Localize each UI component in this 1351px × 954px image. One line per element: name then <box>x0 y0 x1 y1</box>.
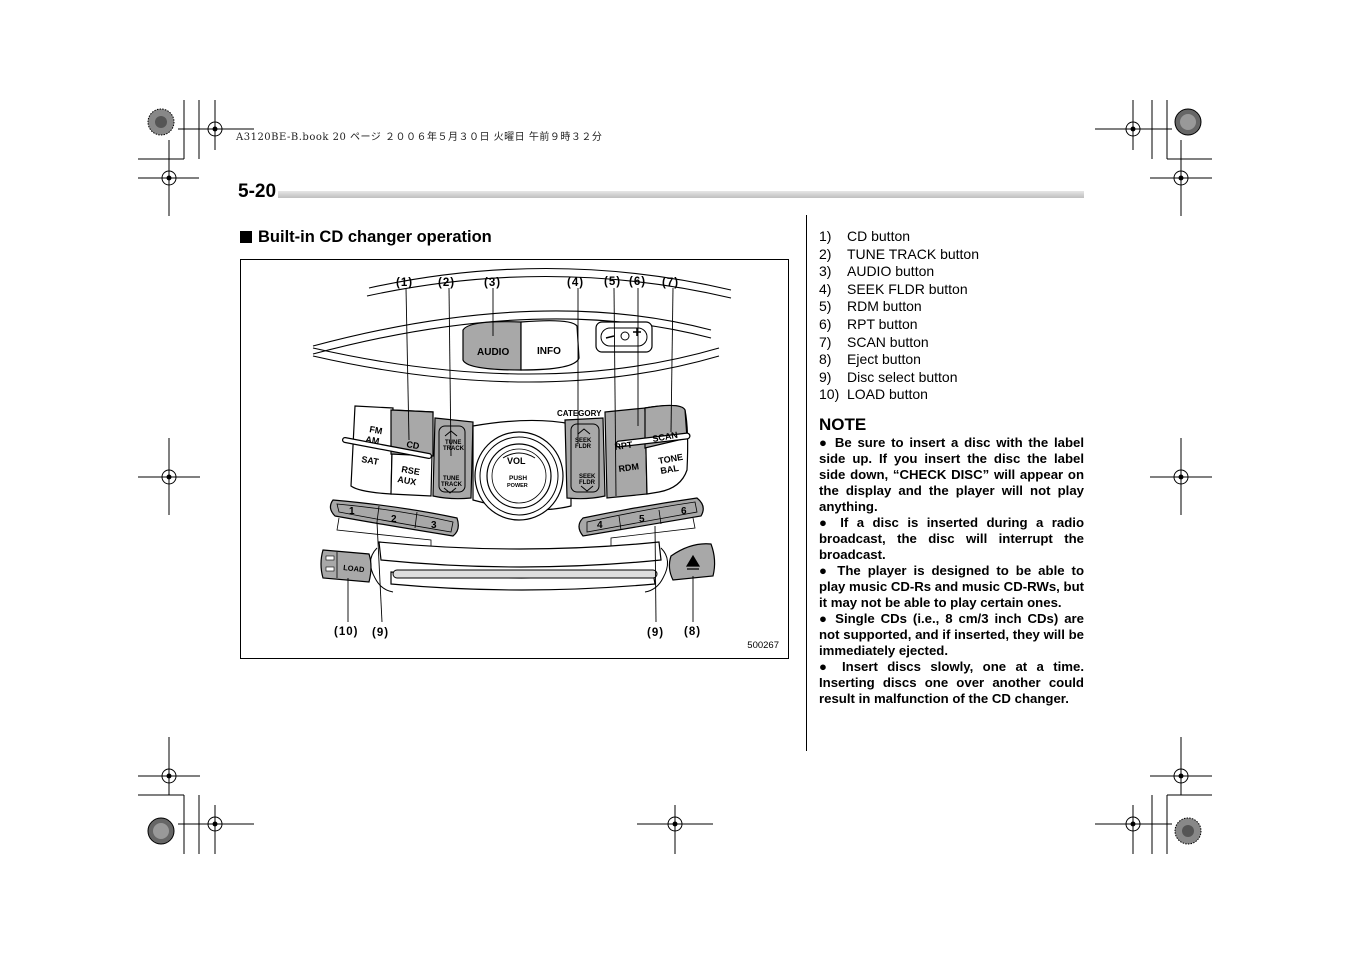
callout-5: (5) <box>604 276 621 288</box>
category-label: CATEGORY <box>557 409 602 418</box>
cd-changer-figure: AUDIO INFO FM AM SAT CD RSE AUX TUNE TRA… <box>240 259 789 659</box>
disc-4-label: 4 <box>597 520 603 531</box>
aux-label: AUX <box>397 474 417 487</box>
push-label: PUSH <box>509 475 527 482</box>
sat-label: SAT <box>361 454 380 467</box>
note-item: ● Be sure to insert a disc with the labe… <box>819 435 1084 514</box>
am-label: AM <box>365 434 381 446</box>
section-title-text: Built-in CD changer operation <box>258 228 492 246</box>
chevron-down-icon <box>443 487 457 494</box>
bal-label: BAL <box>660 463 680 476</box>
disc-3-label: 3 <box>431 520 437 531</box>
note-item: ● If a disc is inserted during a radio b… <box>819 515 1084 562</box>
track-label-1: TRACK <box>443 446 465 452</box>
square-bullet-icon <box>240 231 252 243</box>
fm-label: FM <box>369 424 384 436</box>
page-number: 5-20 <box>238 181 277 202</box>
disc-1-label: 1 <box>349 506 355 517</box>
tune-label-2: TUNE <box>443 476 459 482</box>
callout-10: (10) <box>334 626 358 638</box>
cd-slot[interactable] <box>392 569 658 579</box>
info-button[interactable] <box>520 320 580 371</box>
legend-item: 8)Eject button <box>819 351 921 368</box>
cd-label: CD <box>406 439 421 451</box>
note-title: NOTE <box>819 415 867 434</box>
tone-label: TONE <box>658 452 684 466</box>
legend-item: 1)CD button <box>819 228 911 244</box>
legend-item: 5)RDM button <box>819 298 922 315</box>
load-indicator-icon <box>325 566 335 572</box>
eject-icon <box>685 554 701 570</box>
seek-label-2: SEEK <box>579 474 596 480</box>
disc-2-label: 2 <box>391 514 397 525</box>
legend-item: 4)SEEK FLDR button <box>819 280 968 297</box>
header-rule <box>278 191 1084 198</box>
info-label: INFO <box>537 346 561 357</box>
tune-label-1: TUNE <box>445 440 461 446</box>
rpt-rdm-button[interactable] <box>604 407 648 499</box>
rpt-label: RPT <box>614 440 634 452</box>
callout-4: (4) <box>567 277 584 289</box>
note-item: ● Insert discs slowly, one at a time. In… <box>819 659 1084 706</box>
seek-fldr-button[interactable] <box>564 417 606 500</box>
callout-6: (6) <box>629 276 646 288</box>
callout-9-left: (9) <box>372 627 389 639</box>
callout-3: (3) <box>484 277 501 289</box>
note-item: ● Single CDs (i.e., 8 cm/3 inch CDs) are… <box>819 611 1084 658</box>
audio-button[interactable] <box>462 321 522 371</box>
note-item: ● The player is designed to be able to p… <box>819 563 1085 610</box>
fldr-label-2: FLDR <box>579 480 596 486</box>
plus-icon <box>633 328 641 336</box>
track-label-2: TRACK <box>441 482 463 488</box>
rdm-label: RDM <box>618 461 640 474</box>
cd-button[interactable] <box>390 409 434 457</box>
load-indicator-icon <box>325 555 335 561</box>
disc-select-left[interactable] <box>329 499 459 537</box>
vol-label: VOL <box>507 456 526 466</box>
disc-select-right[interactable] <box>578 497 704 537</box>
note-list: ● Be sure to insert a disc with the labe… <box>819 435 1084 707</box>
power-label: POWER <box>507 483 528 489</box>
audio-label: AUDIO <box>477 347 509 358</box>
disc-5-label: 5 <box>639 514 645 525</box>
column-divider <box>806 215 807 751</box>
tune-track-button[interactable] <box>432 417 474 500</box>
scan-label: SCAN <box>652 430 679 444</box>
legend-item: 7)SCAN button <box>819 333 929 350</box>
legend-item: 3)AUDIO button <box>819 263 935 280</box>
figure-code: 500267 <box>747 640 779 651</box>
disc-6-label: 6 <box>681 506 687 517</box>
callout-9-right: (9) <box>647 627 664 639</box>
callout-2: (2) <box>438 277 455 289</box>
fldr-label-1: FLDR <box>575 444 592 450</box>
audio-panel-illustration: AUDIO INFO FM AM SAT CD RSE AUX TUNE TRA… <box>312 267 732 639</box>
clock-icon <box>620 331 630 341</box>
legend-item: 2)TUNE TRACK button <box>819 245 980 262</box>
seek-label-1: SEEK <box>575 438 592 444</box>
legend-item: 10)LOAD button <box>819 386 928 403</box>
file-info-line: A3120BE-B.book 20 ページ ２００６年５月３０日 火曜日 午前９… <box>236 132 603 143</box>
legend-item: 6)RPT button <box>819 315 918 332</box>
legend-item: 9)Disc select button <box>819 368 958 385</box>
cd-slot-surround <box>378 541 662 568</box>
chevron-down-icon <box>580 485 594 492</box>
callout-8: (8) <box>684 626 701 638</box>
section-title: Built-in CD changer operation <box>240 228 492 247</box>
rse-label: RSE <box>401 464 421 477</box>
chevron-up-icon <box>577 428 591 435</box>
callout-1: (1) <box>396 277 413 289</box>
callout-7: (7) <box>662 277 679 289</box>
minus-icon <box>605 335 615 339</box>
load-label: LOAD <box>343 563 366 574</box>
button-legend: 1)CD button 2)TUNE TRACK button 3)AUDIO … <box>819 228 1089 404</box>
